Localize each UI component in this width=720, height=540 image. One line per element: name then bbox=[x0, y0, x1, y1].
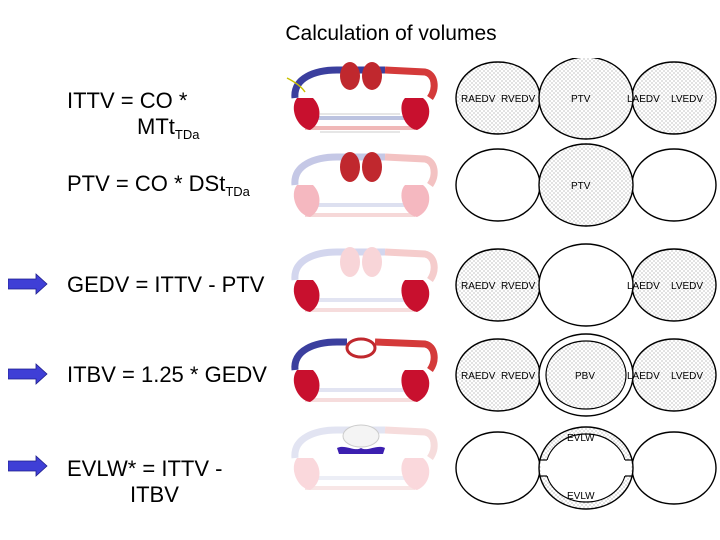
label-ptv: PTV bbox=[571, 181, 591, 192]
circulation-illustration-blood-volume bbox=[291, 337, 438, 402]
diagram-ittv: RAEDV RVEDV PTV LAEDV LVEDV bbox=[455, 58, 717, 140]
label-lvedv: LVEDV bbox=[671, 281, 703, 292]
circulation-illustration-lungs bbox=[291, 152, 438, 217]
diagram-evlw: EVLW EVLW bbox=[455, 426, 717, 510]
formula-itbv: ITBV = 1.25 * GEDV bbox=[67, 362, 267, 387]
diagram-ptv: PTV bbox=[455, 143, 717, 227]
circulation-illustration-full bbox=[286, 62, 438, 133]
label-laedv: LAEDV bbox=[627, 94, 660, 105]
diagram-itbv: RAEDV RVEDV PBV LAEDV LVEDV bbox=[455, 333, 717, 417]
label-rvedv: RVEDV bbox=[501, 281, 536, 292]
label-lvedv: LVEDV bbox=[671, 94, 703, 105]
label-evlw-bottom: EVLW bbox=[567, 491, 595, 502]
formula-evlw-line1: EVLW* = ITTV - bbox=[67, 456, 223, 481]
arrow-right-icon bbox=[8, 363, 48, 385]
label-evlw-top: EVLW bbox=[567, 433, 595, 444]
formula-gedv: GEDV = ITTV - PTV bbox=[67, 272, 265, 297]
arrow-right-icon bbox=[8, 455, 48, 477]
page-title: Calculation of volumes bbox=[285, 22, 497, 45]
volume-circle-diagrams: RAEDV RVEDV PTV LAEDV LVEDV PTV RAEDV RV… bbox=[455, 58, 717, 510]
label-raedv: RAEDV bbox=[461, 371, 496, 382]
label-laedv: LAEDV bbox=[627, 281, 660, 292]
label-rvedv: RVEDV bbox=[501, 371, 536, 382]
circulation-illustration-lung-water bbox=[291, 424, 438, 490]
circulation-illustration-hearts bbox=[291, 247, 438, 312]
label-rvedv: RVEDV bbox=[501, 94, 536, 105]
label-ptv: PTV bbox=[571, 94, 591, 105]
formula-ittv-line1: ITTV = CO * bbox=[67, 88, 188, 113]
formula-ittv-line2: MTtTDa bbox=[137, 114, 200, 142]
formula-evlw-line2: ITBV bbox=[130, 482, 179, 507]
formula-evlw: EVLW* = ITTV - ITBV bbox=[67, 456, 222, 508]
label-lvedv: LVEDV bbox=[671, 371, 703, 382]
formula-ptv: PTV = CO * DStTDa bbox=[67, 171, 250, 199]
label-laedv: LAEDV bbox=[627, 371, 660, 382]
diagram-gedv: RAEDV RVEDV LAEDV LVEDV bbox=[455, 243, 717, 327]
arrow-right-icon bbox=[8, 273, 48, 295]
label-raedv: RAEDV bbox=[461, 94, 496, 105]
label-pbv: PBV bbox=[575, 371, 595, 382]
formula-ittv: ITTV = CO * MTtTDa bbox=[67, 88, 199, 148]
label-raedv: RAEDV bbox=[461, 281, 496, 292]
